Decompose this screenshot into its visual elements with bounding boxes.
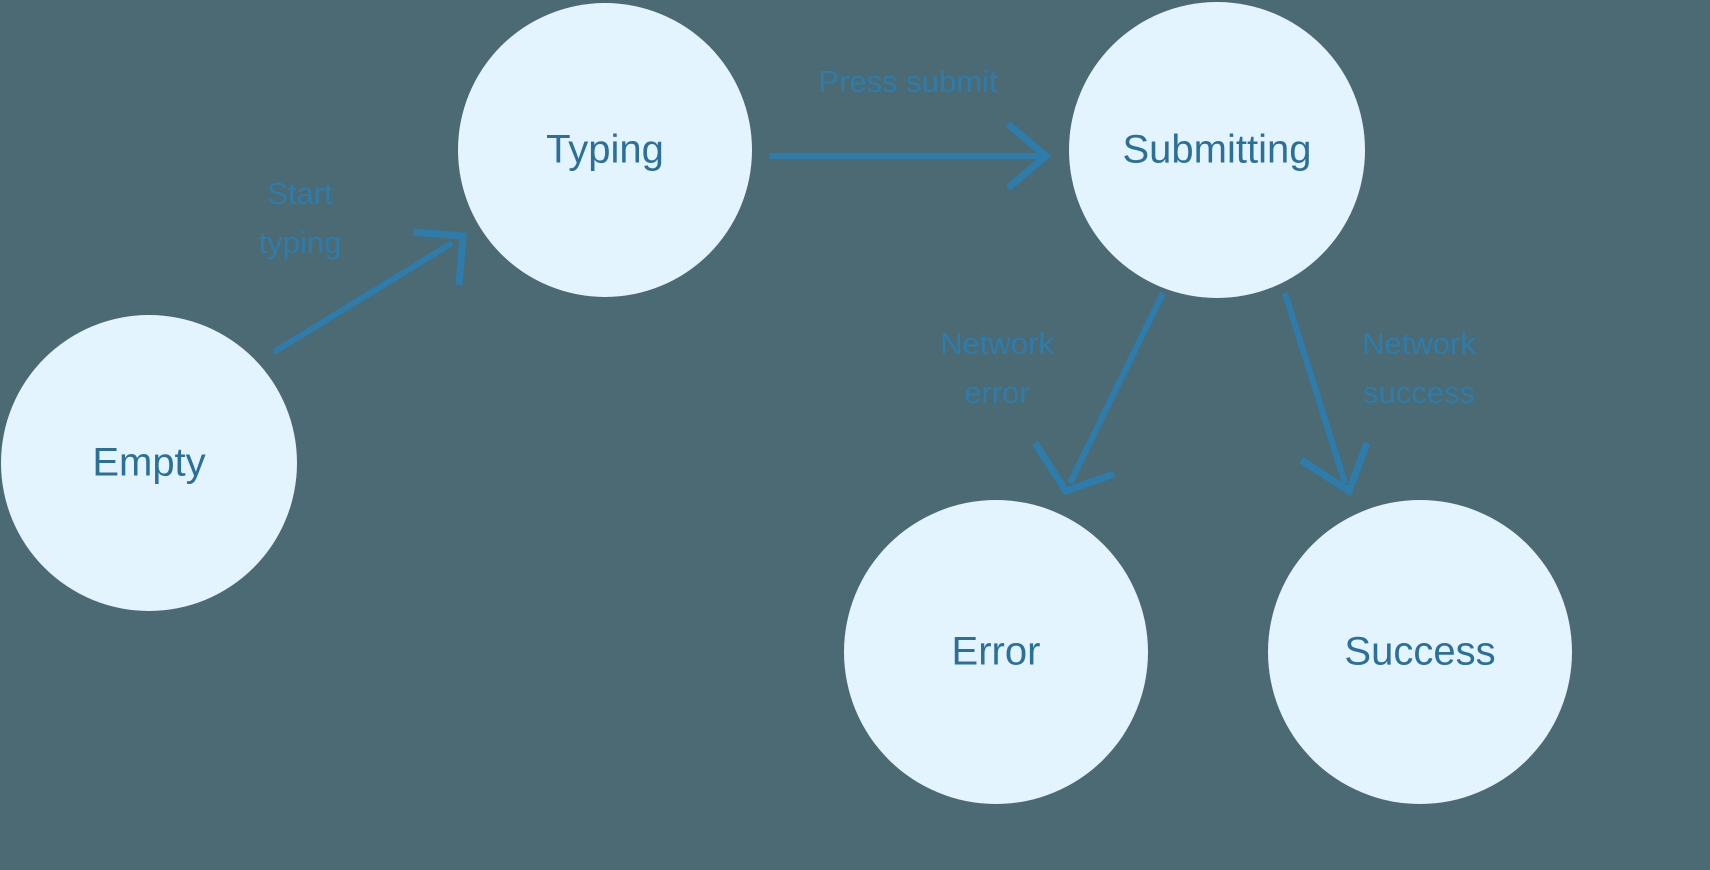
edge-label-network-error: Network error: [940, 326, 1054, 410]
edge-label-start-typing: Start typing: [259, 176, 342, 260]
edge-submitting-to-error-arrowhead: [1032, 441, 1116, 496]
state-node-empty-label: Empty: [92, 441, 205, 485]
edge-empty-to-typing: [272, 228, 467, 355]
state-node-success[interactable]: Success: [1268, 500, 1572, 804]
state-node-empty[interactable]: Empty: [1, 315, 297, 611]
edge-label-network-success-line2: success: [1363, 375, 1475, 410]
edge-label-start-typing-line1: Start: [267, 176, 333, 211]
edge-submitting-to-success: [1282, 292, 1371, 497]
edge-submitting-to-error-line: [1067, 291, 1166, 485]
state-node-success-label: Success: [1344, 630, 1495, 674]
state-node-typing-circle[interactable]: [458, 3, 752, 297]
state-node-empty-circle[interactable]: [1, 315, 297, 611]
edge-empty-to-typing-line: [272, 240, 454, 355]
state-node-submitting-label: Submitting: [1123, 128, 1312, 172]
edge-label-network-error-line2: error: [964, 375, 1029, 410]
edge-empty-to-typing-arrowhead: [412, 228, 467, 286]
state-node-submitting-circle[interactable]: [1069, 2, 1365, 298]
state-node-error[interactable]: Error: [844, 500, 1148, 804]
edge-typing-to-submitting-arrowhead: [1005, 121, 1052, 191]
state-node-error-circle[interactable]: [844, 500, 1148, 804]
state-node-submitting[interactable]: Submitting: [1069, 2, 1365, 298]
state-node-typing[interactable]: Typing: [458, 3, 752, 297]
edge-typing-to-submitting: [769, 121, 1052, 191]
state-node-error-label: Error: [952, 630, 1041, 674]
edge-submitting-to-success-line: [1282, 292, 1348, 484]
edge-label-press-submit: Press submit: [818, 64, 998, 99]
edge-label-press-submit-line1: Press submit: [818, 64, 998, 99]
edge-submitting-to-success-arrowhead: [1299, 441, 1371, 497]
edge-label-start-typing-line2: typing: [259, 225, 342, 260]
state-node-typing-label: Typing: [546, 128, 664, 172]
edge-label-network-success-line1: Network: [1362, 326, 1476, 361]
edge-submitting-to-error: [1032, 291, 1166, 496]
edge-label-network-error-line1: Network: [940, 326, 1054, 361]
state-node-success-circle[interactable]: [1268, 500, 1572, 804]
edge-label-network-success: Network success: [1362, 326, 1476, 410]
